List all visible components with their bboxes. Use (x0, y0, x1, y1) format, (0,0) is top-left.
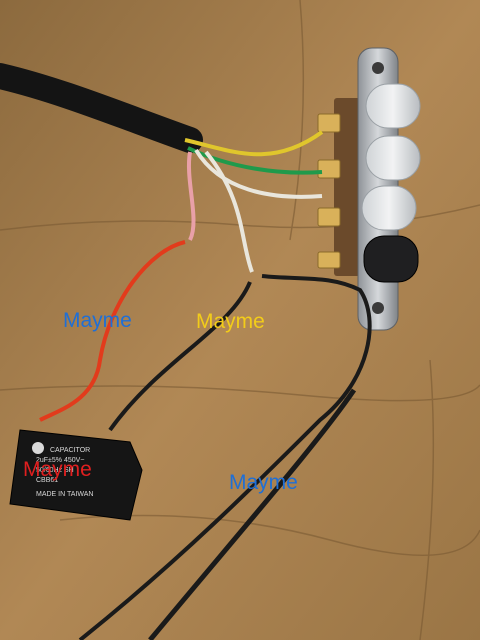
capacitor-label-line-2: 2uF±5% 450V~ (36, 457, 84, 464)
capacitor-label-line-5: MADE IN TAIWAN (36, 491, 93, 498)
capacitor-label-line-3: 50/60Hz SH (36, 467, 74, 474)
wire-pink (187, 151, 196, 241)
wire-green (187, 146, 323, 175)
wire-white (194, 148, 323, 199)
wire-black-2 (108, 281, 252, 432)
watermark-yellow: Mayme (196, 310, 265, 333)
push-button-2 (365, 135, 421, 181)
wire-red (39, 240, 186, 422)
wire-black-1 (78, 274, 372, 640)
screw-hole-top (372, 62, 384, 74)
capacitor-label-line-4: CBB61 (36, 477, 58, 484)
push-button-1 (365, 83, 421, 129)
push-button-stop (363, 235, 419, 283)
capacitor-label: CAPACITOR 2uF±5% 450V~ 50/60Hz SH CBB61 … (36, 447, 93, 498)
main-cable (0, 63, 203, 153)
capacitor-label-line-1: CAPACITOR (50, 447, 90, 454)
screw-hole-bottom (372, 302, 384, 314)
switch-body (334, 98, 360, 276)
wire-yellow (184, 130, 324, 157)
wire-black-3 (148, 388, 357, 640)
watermark-blue-2: Mayme (229, 471, 298, 494)
solder-lugs (317, 113, 341, 269)
push-button-3 (361, 185, 417, 231)
capacitor (9, 429, 143, 521)
watermark-red: Mayme (23, 458, 92, 481)
wire-white-2 (204, 150, 254, 273)
watermark-blue-1: Mayme (63, 309, 132, 332)
